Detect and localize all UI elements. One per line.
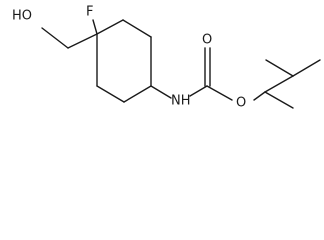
c-f-bond: [92, 19, 98, 35]
tbu-bond-down: [264, 91, 294, 109]
ring-bond-4: [123, 85, 152, 103]
n-carbonyl-bond: [189, 85, 208, 97]
hydroxyl-label: HO: [12, 9, 32, 24]
chemical-structure: F HO NH O O: [12, 5, 321, 111]
ring-bond-2: [122, 19, 152, 38]
ch2-oh-bond: [41, 27, 69, 49]
tbu-bond-right: [292, 59, 321, 77]
ring-bond-1: [96, 19, 124, 35]
ring-n-bond: [150, 85, 172, 99]
amine-label: NH: [171, 94, 191, 109]
c-ch2-bond: [67, 33, 98, 49]
carbonyl-oxygen-label: O: [202, 33, 212, 48]
ring-bond-5: [96, 85, 125, 103]
tert-butyl-group: [264, 59, 321, 109]
tbu-bond-up: [264, 75, 294, 93]
ester-o-c-bond: [253, 91, 266, 101]
cyclohexane-ring: [96, 19, 152, 103]
carbonyl-ester-o-bond: [206, 85, 233, 101]
fluorine-label: F: [86, 5, 93, 20]
tbu-bond-up-left: [265, 59, 294, 77]
ester-oxygen-label: O: [236, 96, 246, 111]
